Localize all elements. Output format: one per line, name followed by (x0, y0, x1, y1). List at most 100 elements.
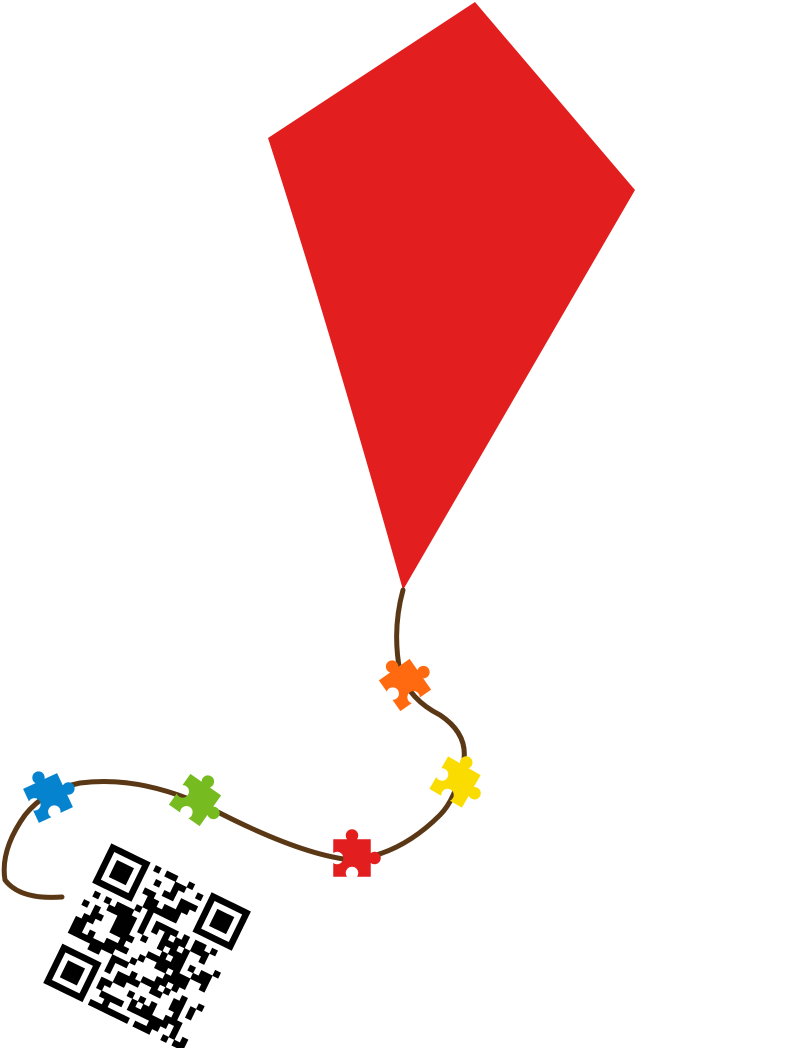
qr-module (147, 890, 157, 899)
qr-module (179, 981, 188, 991)
qr-module (214, 908, 224, 918)
qr-module (140, 1003, 150, 1013)
qr-module (120, 931, 130, 941)
qr-module (153, 878, 162, 888)
qr-module (142, 901, 152, 910)
qr-module (179, 1036, 189, 1046)
puzzle-piece-orange (378, 658, 432, 712)
kite-sail (268, 2, 635, 590)
qr-module (87, 957, 97, 966)
qr-module (234, 925, 243, 935)
qr-module (115, 956, 124, 966)
qr-module (82, 982, 91, 991)
qr-module (178, 898, 188, 907)
qr-module (141, 859, 151, 869)
qr-module (242, 908, 251, 918)
qr-module (92, 904, 102, 914)
qr-module (170, 970, 180, 979)
qr-module (171, 1011, 180, 1021)
qr-module (168, 975, 177, 985)
qr-module (159, 951, 169, 960)
qr-module (95, 982, 105, 991)
qr-module (164, 926, 174, 935)
qr-module (153, 865, 162, 874)
qr-module (137, 1023, 147, 1033)
qr-module (170, 928, 180, 938)
qr-module (164, 870, 173, 880)
qr-module (214, 895, 224, 904)
qr-module (196, 1003, 205, 1013)
qr-module (173, 1020, 183, 1029)
qr-module (43, 977, 52, 986)
qr-module (148, 987, 158, 996)
qr-module (78, 932, 88, 942)
qr-module (198, 928, 207, 938)
qr-module (154, 962, 163, 971)
qr-module (134, 904, 143, 913)
qr-module (132, 1006, 141, 1016)
puzzle-piece-red (333, 829, 381, 877)
qr-module (76, 993, 86, 1003)
qr-module (181, 975, 191, 985)
qr-module (214, 922, 224, 932)
qr-module (87, 998, 97, 1008)
qr-module (75, 924, 85, 933)
qr-module (81, 912, 91, 922)
qr-module (198, 970, 208, 979)
qr-module (121, 1015, 130, 1024)
qr-module (73, 929, 82, 939)
qr-module (176, 1042, 186, 1048)
qr-module (178, 939, 188, 949)
qr-module (159, 923, 168, 932)
qr-module (164, 939, 174, 949)
qr-module (206, 897, 215, 907)
qr-module (162, 959, 171, 968)
qr-module (164, 912, 174, 921)
qr-module (184, 1011, 194, 1021)
qr-module (123, 926, 132, 936)
qr-module (162, 987, 172, 996)
qr-module (154, 976, 163, 985)
qr-module (67, 926, 77, 936)
qr-module (62, 965, 72, 975)
qr-module (123, 912, 132, 922)
qr-module (156, 956, 166, 966)
qr-module (117, 923, 127, 933)
qr-module (78, 918, 88, 928)
qr-module (225, 900, 235, 910)
qr-module (167, 962, 177, 971)
qr-module (151, 981, 161, 991)
qr-module (198, 956, 208, 965)
qr-module (148, 1001, 158, 1010)
qr-module (181, 906, 190, 916)
qr-module (118, 979, 127, 988)
qr-module (209, 947, 219, 957)
qr-module (171, 1039, 181, 1048)
qr-module (51, 960, 61, 970)
qr-module (150, 926, 160, 935)
qr-module (173, 950, 182, 960)
qr-module (76, 951, 85, 961)
qr-module (159, 978, 169, 988)
qr-module (137, 1009, 147, 1019)
qr-module (120, 945, 130, 955)
qr-module (109, 954, 119, 963)
qr-module (86, 915, 96, 925)
qr-module (201, 950, 210, 960)
qr-module (189, 903, 199, 913)
qr-module (209, 920, 218, 929)
qr-module (225, 942, 235, 951)
qr-module (201, 978, 210, 988)
qr-module (167, 892, 176, 902)
qr-module (98, 1004, 108, 1013)
qr-module (95, 912, 104, 922)
qr-module (108, 843, 118, 853)
qr-module (110, 1009, 119, 1019)
qr-module (159, 964, 169, 974)
qr-module (146, 1006, 155, 1016)
qr-module (106, 904, 115, 914)
qr-module (106, 945, 116, 955)
qr-module (114, 929, 124, 938)
qr-module (212, 969, 222, 979)
qr-module (220, 939, 230, 949)
